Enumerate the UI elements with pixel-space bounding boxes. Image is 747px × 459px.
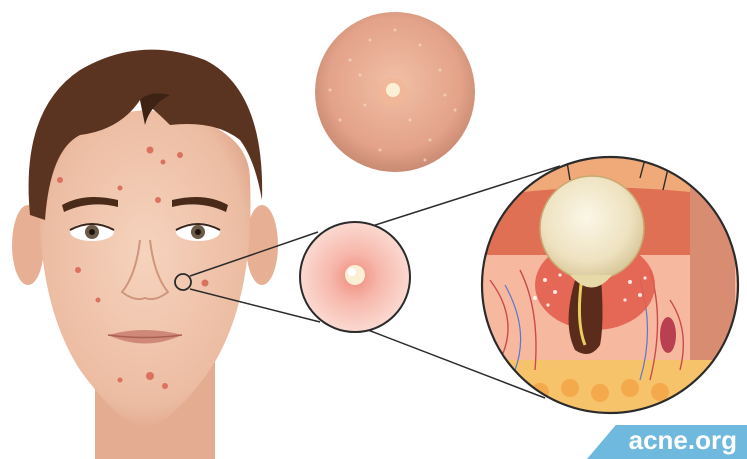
left-pupil — [89, 229, 95, 235]
brand-logo-text[interactable]: acne.org — [629, 425, 737, 456]
pimple-magnified-circle — [300, 222, 410, 332]
right-ear — [246, 205, 278, 285]
face-illustration — [12, 50, 278, 459]
skin-closeup-circle — [315, 12, 475, 172]
right-pupil — [195, 229, 201, 235]
pimple-cross-section-circle — [470, 148, 747, 420]
face-skin — [40, 110, 251, 428]
